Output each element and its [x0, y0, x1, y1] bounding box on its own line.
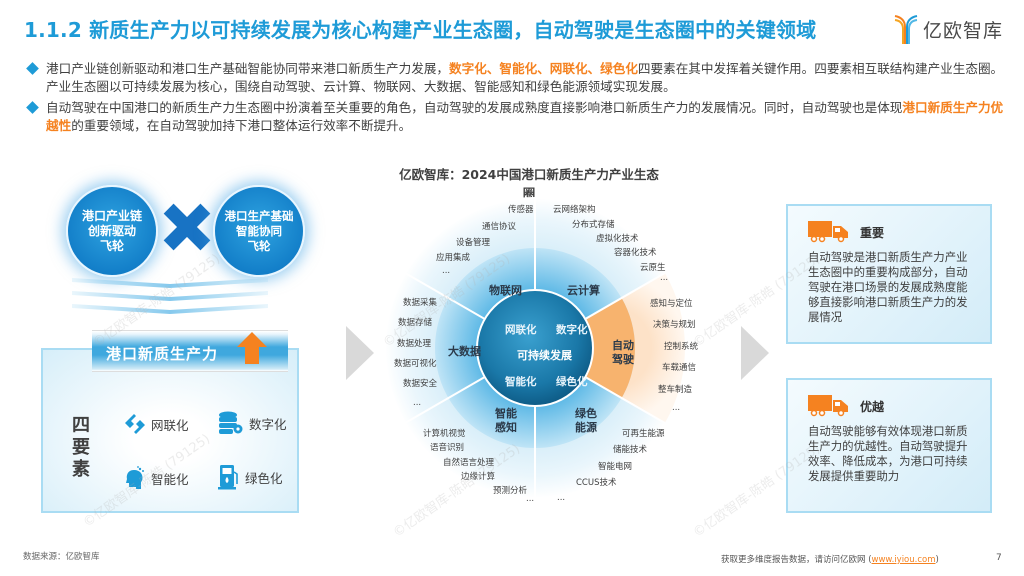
logo-mark-icon [894, 15, 918, 44]
core-element: 绿色化 [556, 376, 588, 388]
element-intelligent: 智能化 [124, 466, 189, 490]
core-element: 数字化 [556, 324, 588, 336]
production-base-flywheel: 港口生产基础 智能协同 飞轮 [213, 185, 305, 277]
sector-big-data: 大数据 [448, 345, 481, 358]
website-link[interactable]: www.iyiou.com [871, 555, 936, 565]
logo-text: 亿欧智库 [923, 19, 1004, 42]
diamond-bullet-icon [26, 101, 39, 114]
down-chevron-decoration [72, 304, 268, 314]
sector-item: ... [526, 494, 535, 504]
fuel-station-icon [218, 465, 238, 490]
card-superiority: 优越 自动驾驶能够有效体现港口新质生产力的优越性。自动驾驶提升效率、降低成本，为… [786, 378, 992, 513]
core-center-label: 可持续发展 [517, 349, 572, 362]
brain-head-icon [126, 466, 144, 489]
highlight-text: 港口新质生产力优越性 [46, 100, 1004, 133]
multiply-icon [165, 205, 209, 249]
sector-cloud: 云计算 [567, 284, 600, 297]
industry-chain-flywheel: 港口产业链 创新驱动 飞轮 [66, 185, 158, 277]
sector-item: 设备管理 [456, 238, 491, 248]
core-element: 网联化 [505, 324, 537, 336]
bullet-item: 自动驾驶在中国港口的新质生产力生态圈中扮演着至关重要的角色，自动驾驶的发展成熟度… [26, 99, 1006, 135]
sector-item: 语音识别 [430, 443, 465, 453]
footer-more-info: 获取更多维度报告数据，请访问亿欧网 (www.iyiou.com) [721, 555, 939, 565]
card-title: 重要 [860, 225, 885, 240]
database-gear-icon [219, 411, 243, 434]
core-element: 智能化 [505, 376, 537, 388]
data-source: 数据来源：亿欧智库 [23, 552, 100, 562]
ecosystem-title: 亿欧智库：2024中国港口新质生产力产业生态圈 [399, 167, 659, 201]
sector-item: 传感器 [508, 205, 534, 215]
four-elements-box [41, 348, 299, 513]
network-link-icon [125, 414, 145, 434]
sector-item: 计算机视觉 [423, 429, 466, 439]
sector-item: ... [660, 273, 669, 283]
sector-smart-sensing: 智能 感知 [495, 407, 517, 434]
sector-autonomous-driving: 自动 驾驶 [612, 339, 634, 366]
truck-icon [808, 221, 848, 243]
card-title: 优越 [860, 399, 885, 414]
sector-item: 整车制造 [658, 385, 693, 395]
down-chevron-decoration [72, 291, 268, 301]
bullet-item: 港口产业链创新驱动和港口生产基础智能协同带来港口新质生产力发展，数字化、智能化、… [26, 60, 1006, 96]
highlight-text: 数字化、智能化、网联化、绿色化 [449, 61, 638, 76]
productivity-label: 港口新质生产力 [106, 345, 219, 363]
sector-item: 分布式存储 [572, 220, 615, 230]
card-body: 自动驾驶是港口新质生产力产业生态圈中的重要构成部分，自动驾驶在港口场景的发展成熟… [808, 250, 968, 324]
sector-item: 容器化技术 [614, 248, 657, 258]
sector-item: 感知与定位 [650, 299, 693, 309]
sector-item: 预测分析 [493, 486, 528, 496]
sector-item: ... [413, 398, 422, 408]
sector-item: 智能电网 [598, 462, 633, 472]
card-body: 自动驾驶能够有效体现港口新质生产力的优越性。自动驾驶提升效率、降低成本，为港口可… [808, 424, 968, 483]
sector-item: 虚拟化技术 [596, 234, 639, 244]
sector-item: CCUS技术 [576, 478, 617, 488]
sector-item: 可再生能源 [622, 429, 665, 439]
truck-icon [808, 395, 848, 417]
sector-item: 数据安全 [403, 379, 438, 389]
page-number: 7 [996, 553, 1002, 563]
intro-bullets: 港口产业链创新驱动和港口生产基础智能协同带来港口新质生产力发展，数字化、智能化、… [26, 60, 1006, 138]
page-title: 1.1.2 新质生产力以可持续发展为核心构建产业生态圈，自动驾驶是生态圈中的关键… [24, 18, 817, 42]
sector-item: 云原生 [640, 263, 666, 273]
sector-iot: 物联网 [489, 284, 522, 297]
sector-item: 通信协议 [482, 222, 517, 232]
sector-item: 边缘计算 [461, 472, 496, 482]
sector-item: ... [557, 493, 566, 503]
element-digital: 数字化 [218, 411, 287, 435]
sector-item: 自然语言处理 [443, 458, 495, 468]
sector-item: ... [672, 403, 681, 413]
sector-item: 数据处理 [397, 339, 432, 349]
sector-item: 控制系统 [664, 342, 699, 352]
sector-green-energy: 绿色 能源 [575, 407, 597, 434]
element-networked: 网联化 [124, 413, 189, 435]
sector-item: 数据存储 [398, 318, 433, 328]
diamond-bullet-icon [26, 62, 39, 75]
up-arrow-icon [237, 332, 267, 364]
flow-arrow-right [741, 326, 769, 380]
sector-item: 车载通信 [662, 363, 697, 373]
sector-item: 云网络架构 [553, 205, 596, 215]
ecosystem-ring-diagram [384, 197, 686, 499]
sector-item: 数据采集 [403, 298, 438, 308]
four-elements-label: 四要素 [72, 415, 90, 480]
sector-item: 储能技术 [613, 445, 648, 455]
sector-item: 数据可视化 [394, 359, 437, 369]
sector-item: 决策与规划 [653, 320, 696, 330]
sector-item: ... [442, 266, 451, 276]
down-chevron-decoration [72, 278, 268, 288]
card-importance: 重要 自动驾驶是港口新质生产力产业生态圈中的重要构成部分，自动驾驶在港口场景的发… [786, 204, 992, 344]
element-green: 绿色化 [218, 464, 283, 490]
sector-item: 应用集成 [436, 253, 471, 263]
brand-logo: 亿欧智库 [893, 12, 1018, 46]
